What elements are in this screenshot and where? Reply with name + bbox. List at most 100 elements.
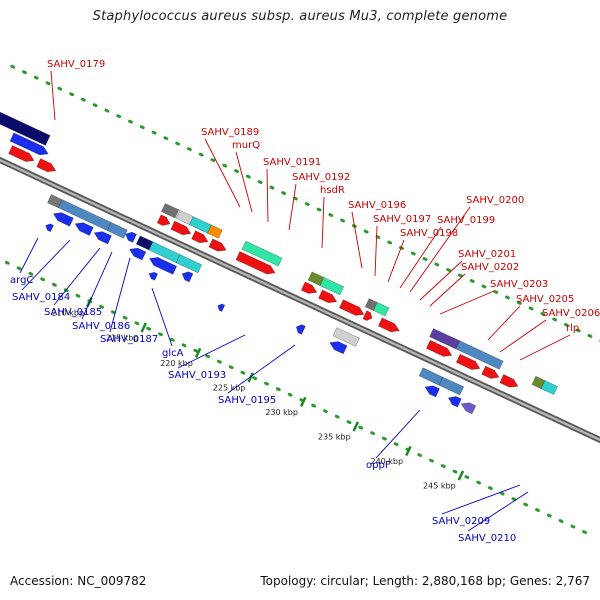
kbp-tick [247,372,254,383]
forward-gene-arrow [318,289,338,304]
forward-gene-label: SAHV_0192 [292,172,350,183]
forward-gene-label: SAHV_0200 [466,195,524,206]
reverse-leader-line [19,237,39,274]
backbone-inner [0,158,600,442]
kbp-tick-label: 235 kbp [318,433,351,442]
reverse-gene-arrow [148,271,159,281]
forward-gene-arrow [339,299,365,316]
reverse-gene-arrow [106,222,128,239]
reverse-gene-arrow [295,324,306,335]
forward-gene-arrow [377,317,400,333]
kbp-tick [457,470,465,481]
reverse-gene-label: SAHV_0195 [218,395,276,406]
reverse-gene-arrow [74,222,94,236]
reverse-gene-arrow [217,303,226,312]
forward-leader-line [487,305,521,341]
gene-features [0,111,558,415]
reverse-leader-line [467,491,529,532]
reverse-gene-arrow [181,271,194,283]
reverse-gene-arrow [45,223,54,233]
forward-leader-line [519,334,571,361]
kbp-tick [299,396,307,407]
track-dot-lines [0,64,600,536]
forward-gene-label: SAHV_0205 [516,294,574,305]
forward-leader-line [387,239,405,283]
forward-leader-line [499,319,547,353]
reverse-leader-line [53,247,101,306]
forward-gene-arrow [540,380,558,395]
reverse-gene-label: SAHV_0186 [72,321,130,332]
forward-gene-label: SAHV_0198 [400,228,458,239]
forward-gene-label: SAHV_0201 [458,249,516,260]
kbp-tick [405,445,412,456]
forward-gene-arrow [373,302,390,317]
forward-gene-label: SAHV_0179 [47,59,105,70]
reverse-leader-line [109,257,131,333]
reverse-gene-arrow [438,376,465,396]
reverse-leader-line [227,344,296,394]
forward-leader-line [321,196,325,249]
forward-gene-label: murQ [232,140,260,151]
forward-gene-label: SAHV_0189 [201,127,259,138]
lower-dot-track [0,257,590,536]
reverse-gene-arrow [448,396,462,408]
kbp-tick-label: 240 kbp [370,457,403,466]
forward-gene-label: SAHV_0199 [437,215,495,226]
forward-leader-line [351,211,363,269]
forward-gene-arrow [455,353,481,370]
forward-gene-label: SAHV_0203 [490,279,548,290]
reverse-gene-arrow [52,212,74,227]
forward-gene-arrow [9,132,49,156]
reverse-leader-line [375,409,421,459]
forward-gene-arrow [300,281,318,294]
reverse-leader-line [151,287,173,347]
reverse-gene-label: glcA [162,348,184,359]
reverse-gene-label: SAHV_0184 [12,292,70,303]
forward-gene-block [0,111,51,146]
forward-gene-arrow [189,216,212,234]
accession-text: Accession: NC_009782 [10,574,147,588]
forward-gene-arrow [426,339,453,357]
reverse-gene-arrow [332,327,360,347]
label-leader-lines [19,70,571,532]
forward-gene-label: SAHV_0191 [263,157,321,168]
reverse-gene-label: SAHV_0209 [432,516,490,527]
forward-gene-arrow [191,230,209,244]
forward-gene-arrow [319,277,345,296]
reverse-gene-arrow [93,231,112,245]
reverse-gene-arrow [175,254,203,274]
topology-text: Topology: circular; Length: 2,880,168 bp… [260,574,590,588]
forward-gene-arrow [170,220,192,236]
forward-leader-line [288,183,297,231]
genome-backbone [0,156,600,444]
forward-leader-line [409,206,471,293]
reverse-gene-arrow [418,367,444,386]
forward-gene-label: SAHV_0196 [348,200,406,211]
forward-gene-arrow [161,203,180,219]
map-title: Staphylococcus aureus subsp. aureus Mu3,… [92,9,508,24]
forward-gene-label: SAHV_0202 [461,262,519,273]
forward-leader-line [204,138,241,208]
reverse-leader-line [21,239,71,291]
forward-leader-line [374,225,378,277]
forward-gene-arrow [156,214,171,226]
forward-leader-line [266,168,269,223]
reverse-gene-arrow [125,231,137,243]
forward-gene-arrow [481,365,500,379]
forward-gene-label: hsdR [320,185,345,196]
upper-dot-track [10,64,600,343]
forward-leader-line [439,290,495,315]
kbp-tick-label: 245 kbp [423,482,456,491]
reverse-gene-label: SAHV_0193 [168,370,226,381]
reverse-leader-line [81,251,113,320]
forward-gene-arrow [499,374,519,388]
kbp-tick [140,322,147,333]
forward-gene-arrow [455,340,504,370]
forward-gene-arrow [8,145,35,162]
forward-gene-arrow [207,224,223,239]
kbp-tick-label: 230 kbp [265,408,298,417]
forward-leader-line [399,226,442,289]
kbp-tick-label: 225 kbp [213,384,246,393]
